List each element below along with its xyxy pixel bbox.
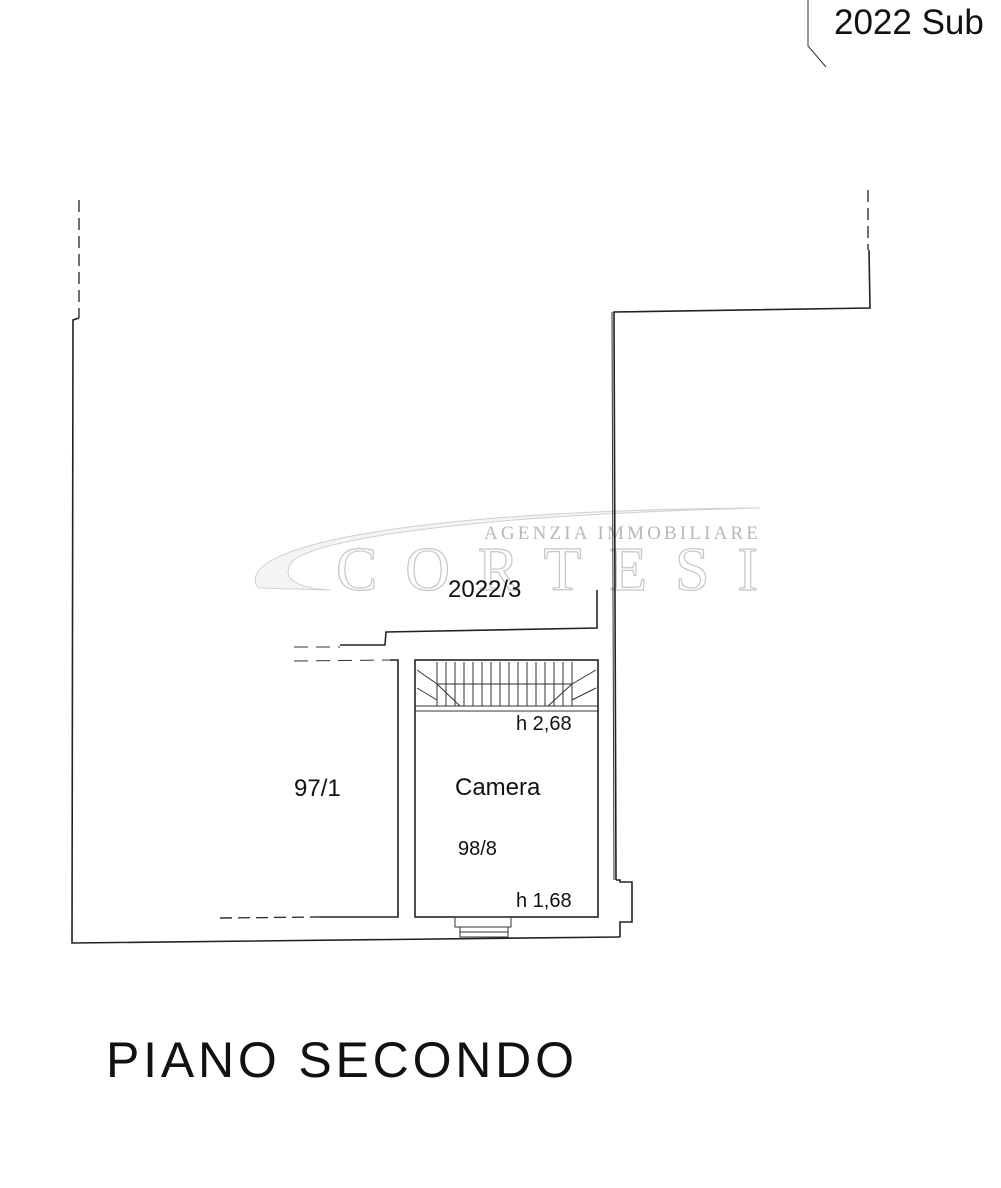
sub-callout: 2022 Sub (807, 0, 984, 68)
ceiling-height-bottom: h 1,68 (516, 890, 572, 912)
watermark-swoosh (254, 507, 761, 591)
lower-dashed-line (219, 916, 321, 919)
parcel-label-left: 97/1 (294, 775, 341, 802)
sub-label: 2022 Sub (834, 3, 984, 42)
outer-wall-pier (616, 879, 633, 937)
watermark-brand-text: CORTESI (336, 536, 758, 604)
room-parcel-label: 98/8 (458, 838, 497, 860)
watermark-agency-text: AGENZIA IMMOBILIARE (484, 523, 758, 544)
building-outline (71, 190, 871, 944)
opening-dash-2 (293, 659, 391, 662)
ceiling-height-top: h 2,68 (516, 713, 572, 735)
room-name-label: Camera (455, 774, 541, 801)
agency-watermark: AGENZIA IMMOBILIARE CORTESI (254, 507, 761, 605)
floor-title: PIANO SECONDO (106, 1032, 574, 1088)
left-room-wall (320, 659, 399, 918)
parcel-label-upper: 2022/3 (448, 576, 521, 603)
staircase (416, 662, 597, 707)
upper-partition (340, 590, 598, 646)
window (454, 916, 512, 938)
wall-inner-line (611, 311, 615, 881)
outer-wall-right-step (613, 249, 871, 881)
callout-border (807, 0, 827, 68)
room-camera (414, 659, 599, 938)
outer-wall-left-bottom (71, 317, 621, 944)
interior-walls (219, 590, 598, 919)
